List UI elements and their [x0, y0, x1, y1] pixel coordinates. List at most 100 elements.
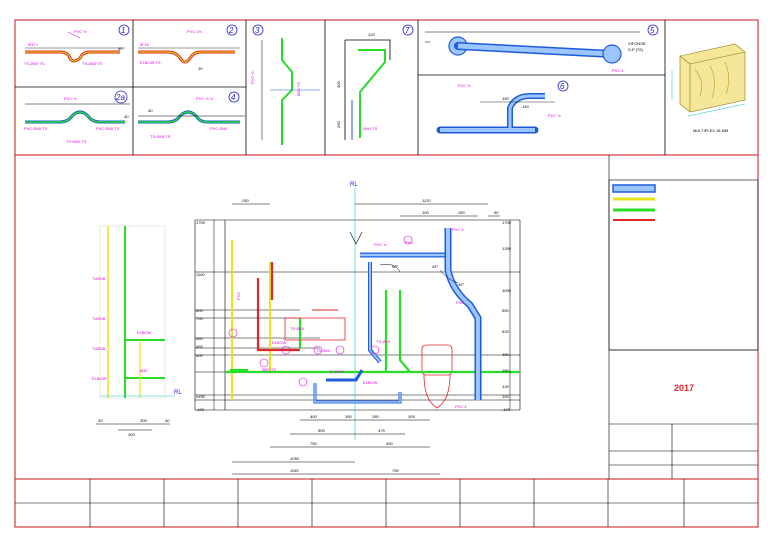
svg-text:PVC ½: PVC ½	[250, 71, 255, 84]
svg-text:·Ø40·TS: ·Ø40·TS	[362, 126, 378, 131]
svg-text:TS·Ø40·TS: TS·Ø40·TS	[66, 139, 87, 144]
detail-1: PVC ½ Ø32 ▪ TS-Ø40·TS TS-Ø40·TS 40	[24, 29, 125, 66]
svg-text:TS·Ø40: TS·Ø40	[316, 348, 331, 353]
svg-text:TUBSB: TUBSB	[92, 316, 106, 321]
dim-bottom-280: 280	[371, 414, 379, 419]
svg-text:TS·Ø40·TS: TS·Ø40·TS	[150, 134, 171, 139]
dim-right-h7: 130	[502, 384, 509, 389]
rl-left: RL	[174, 390, 182, 396]
toilet	[421, 344, 453, 409]
svg-text:40: 40	[148, 108, 153, 113]
svg-text:ELBOW TS: ELBOW TS	[140, 60, 161, 65]
title-block	[609, 349, 758, 479]
dim-left-h5: 450	[196, 344, 203, 349]
svg-text:PVC ½: PVC ½	[64, 96, 77, 101]
legend-swatch-blue	[612, 184, 656, 193]
left-elevation: TUBSB TUBSB TUBSB ELBOW ELBOW Ø40 30 300…	[92, 225, 175, 437]
detail-band-grid	[15, 20, 666, 155]
dim-left-h8: -100	[196, 407, 205, 412]
svg-text:S-P (75): S-P (75)	[628, 47, 643, 52]
dim-left-h3: 700	[196, 316, 203, 321]
detail-numbers: 1 2 2a 3 4 5 6 7	[114, 24, 659, 104]
material-label: MULTIPLEX 18 MM	[693, 128, 728, 133]
main-elevation-frame	[194, 219, 521, 411]
svg-text:Ø40·TS: Ø40·TS	[262, 367, 276, 372]
svg-text:300: 300	[128, 432, 135, 437]
svg-text:TUBSB: TUBSB	[92, 346, 106, 351]
detail-2a: PVC ½ PVC·Ø40·TS PVC·Ø40·TS TS·Ø40·TS 40	[24, 96, 130, 144]
dim-top-80: 80	[494, 210, 499, 215]
dim-top-300: 300	[422, 210, 429, 215]
dim-bottom-1160: 1160	[290, 468, 299, 473]
detail-7: 120 300 250 ·Ø40·TS	[336, 32, 391, 140]
svg-text:PVC·Ø40·TS: PVC·Ø40·TS	[96, 126, 120, 131]
blue-pipes	[313, 228, 482, 404]
dim-right-h4: 630	[502, 329, 509, 334]
svg-text:PVC: PVC	[236, 292, 241, 300]
multiplex-box: MULTIPLEX 18 MM	[671, 43, 746, 133]
svg-text:PVC 4: PVC 4	[452, 227, 464, 232]
svg-text:140: 140	[522, 104, 529, 109]
legend-box	[608, 155, 759, 479]
dim-right-h1: 1350	[502, 246, 512, 251]
svg-text:TUBSB: TUBSB	[92, 276, 106, 281]
dim-right-h0: 1700	[502, 220, 512, 225]
svg-text:150: 150	[502, 96, 509, 101]
dim-right-h2: 1000	[502, 288, 512, 293]
svg-text:Ø32 ▪: Ø32 ▪	[28, 42, 39, 47]
svg-text:TS·Ø40: TS·Ø40	[376, 339, 391, 344]
angle-90: 90°	[392, 264, 398, 269]
dim-bottom-300: 300	[345, 414, 352, 419]
dim-bottom-400: 400	[310, 414, 317, 419]
year-label: 2017	[674, 383, 694, 393]
svg-text:Ø40: Ø40	[140, 368, 148, 373]
dim-bottom-475: 475	[378, 428, 385, 433]
svg-text:SIFONSE: SIFONSE	[628, 41, 646, 46]
detail-number-3: 3	[255, 26, 260, 35]
svg-text:ELBOW: ELBOW	[92, 376, 107, 381]
dim-left-30: 30	[98, 418, 103, 423]
bend-arc-45	[439, 269, 459, 284]
dim-left-300a: 300	[140, 418, 147, 423]
dim-top-280: 280	[457, 210, 465, 215]
svg-text:PVC 1½: PVC 1½	[187, 29, 203, 34]
detail-4: PVC ½ ½ 40 TS·Ø40·TS PVC·Ø40	[138, 96, 245, 139]
svg-text:120: 120	[368, 32, 375, 37]
dim-left-h1: 1100	[196, 272, 205, 277]
left-height-dims: 1700 1100 800 700 550 450 400 0450 -100	[196, 220, 215, 412]
svg-text:PVC 4: PVC 4	[612, 68, 624, 73]
svg-text:PVC 4: PVC 4	[455, 404, 467, 409]
detail-2: PVC 1½ Ø 16 ELBOW TS 30	[138, 29, 240, 71]
dim-left-h2: 800	[196, 308, 203, 313]
green-pipes	[225, 290, 520, 374]
detail-6: 150 140 PVC ½ PVC ½	[436, 83, 561, 134]
rl-top: RL	[350, 182, 358, 188]
detail-number-1: 1	[121, 26, 125, 35]
right-height-dims: 1700 1350 1000 850 630 450 250 130 100 -…	[501, 220, 512, 412]
dim-right-h8: 100	[502, 394, 509, 399]
plan-annotations: PVC ½ PVC PVC 4 PVC TS·Ø40 TS·Ø40 ELBOW …	[236, 227, 467, 409]
dim-left-h6: 400	[196, 353, 203, 358]
svg-text:TS-Ø40·TS: TS-Ø40·TS	[24, 61, 45, 66]
svg-text:ELBOW: ELBOW	[363, 380, 378, 385]
plan-callouts	[228, 235, 413, 387]
dim-left-40: 40	[165, 418, 170, 423]
angle-45b: 45°	[458, 282, 464, 287]
svg-text:Ø 16: Ø 16	[140, 42, 149, 47]
dim-bottom-600: 600	[318, 428, 325, 433]
angle-45a: 45°	[432, 264, 438, 269]
svg-text:Ø40·TS: Ø40·TS	[296, 82, 301, 96]
bottom-title-grid	[15, 479, 758, 527]
svg-text:PVC ½: PVC ½	[458, 83, 471, 88]
detail-number-5: 5	[650, 26, 655, 35]
dim-left-h7: 0450	[196, 394, 206, 399]
legend-swatches	[612, 184, 656, 221]
dim-right-h5: 450	[502, 352, 509, 357]
detail-number-4: 4	[231, 93, 236, 102]
svg-text:30: 30	[198, 66, 203, 71]
svg-text:PVC·Ø40·TS: PVC·Ø40·TS	[24, 126, 48, 131]
svg-text:300: 300	[336, 81, 341, 88]
top-dimensions	[232, 203, 500, 217]
detail-3: PVC ½ Ø40·TS	[250, 38, 320, 145]
